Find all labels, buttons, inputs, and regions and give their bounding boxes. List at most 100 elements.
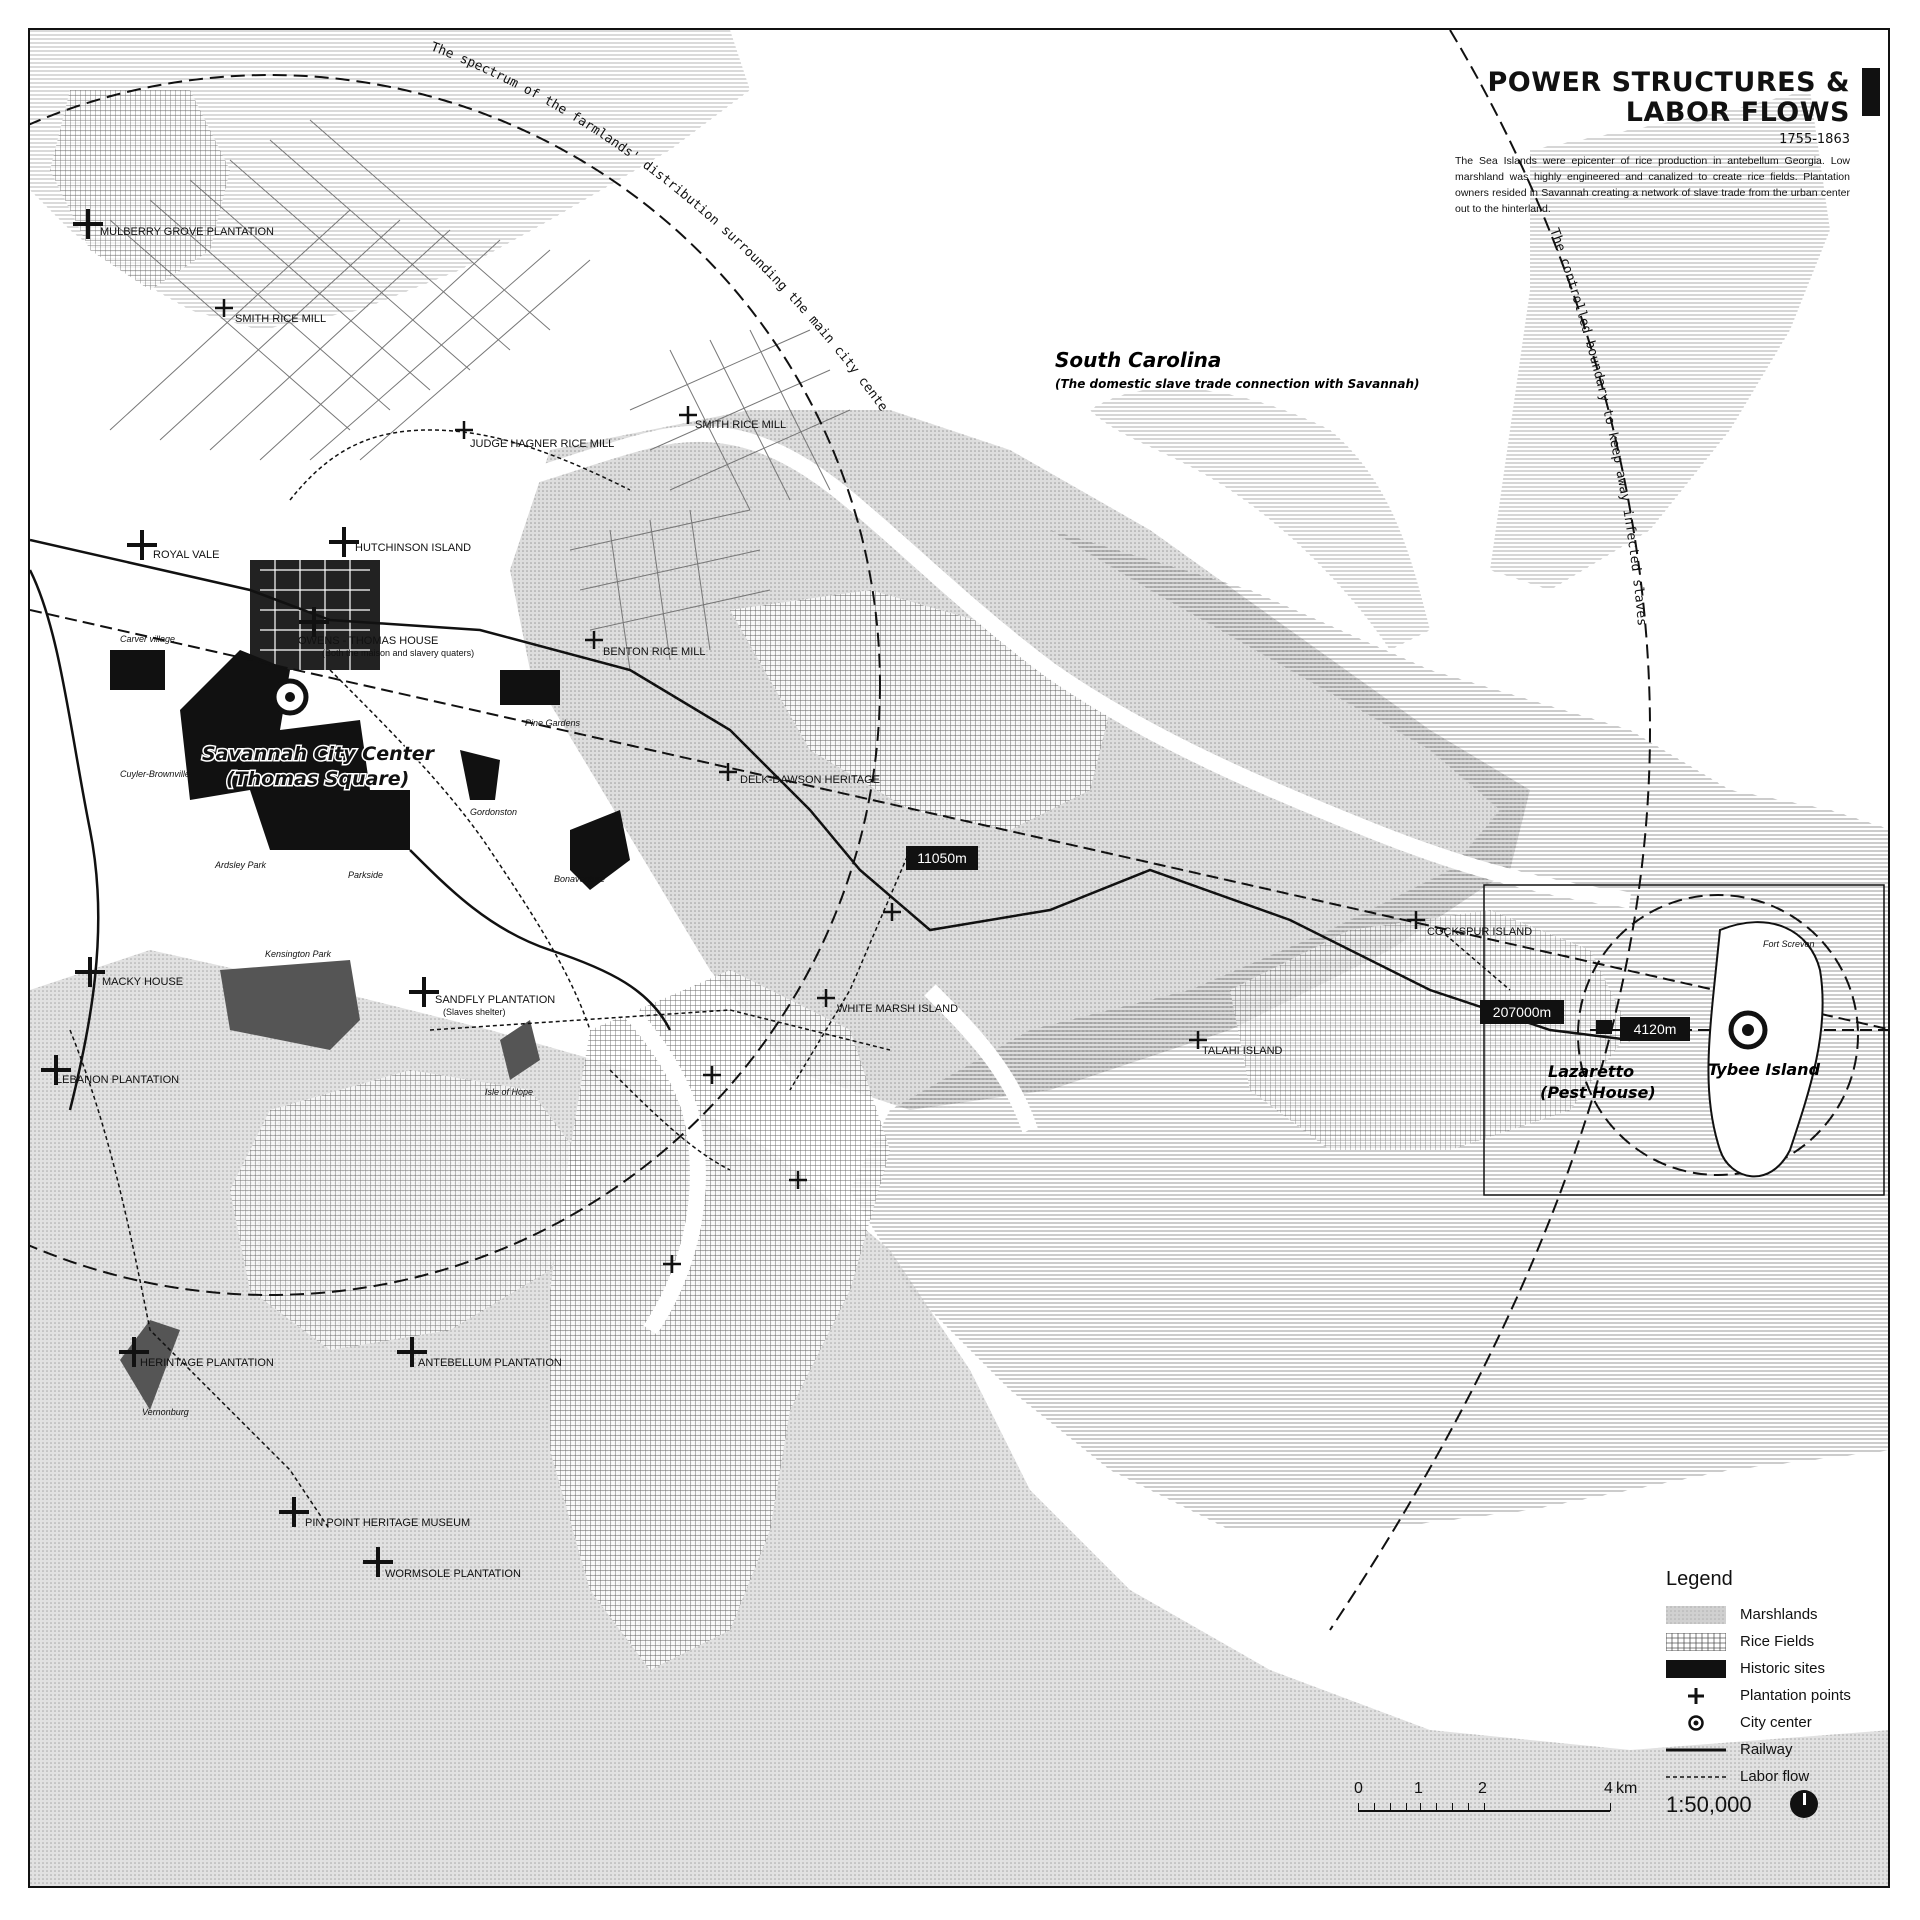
marshland-areas <box>30 30 1888 1886</box>
place-bonaventure: Bonaventure <box>554 874 605 884</box>
place-isle-of-hope: Isle of Hope <box>485 1087 533 1097</box>
plantation-labels: MULBERRY GROVE PLANTATION SMITH RICE MIL… <box>56 226 1532 1580</box>
scale-ratio: 1:50,000 <box>1666 1792 1752 1817</box>
label-smith-rice-mill-1: SMITH RICE MILL <box>235 313 326 325</box>
label-south-carolina: South Carolina <box>1055 348 1221 372</box>
plantation-cross-icon <box>299 607 329 637</box>
legend-item-rice-fields: Rice Fields <box>1666 1628 1876 1655</box>
plantation-cross-icon <box>409 977 439 1007</box>
svg-text:207000m: 207000m <box>1493 1004 1551 1020</box>
labor-flow <box>69 429 1511 1531</box>
dashed-line-icon <box>1666 1768 1726 1786</box>
place-vernonburg: Vernonburg <box>142 1407 189 1417</box>
legend-item-marshlands: Marshlands <box>1666 1601 1876 1628</box>
plantation-cross-icon <box>703 1066 721 1084</box>
plantation-cross-icon <box>883 903 901 921</box>
place-pine-gardens: Pine Gardens <box>525 718 581 728</box>
map-years: 1755-1863 <box>1779 132 1850 147</box>
distance-badge-1: 11050m <box>906 846 978 870</box>
map-description: The Sea Islands were epicenter of rice p… <box>1455 155 1850 215</box>
plantation-cross-icon <box>329 527 359 557</box>
tybee-inset-frame <box>1483 884 1885 1196</box>
place-kensington-park: Kensington Park <box>265 949 332 959</box>
svg-text:4120m: 4120m <box>1634 1021 1677 1037</box>
label-south-carolina-note: (The domestic slave trade connection wit… <box>1055 377 1419 391</box>
scale-tick-4: 4 <box>1604 1780 1613 1797</box>
marsh-pattern-icon <box>1666 1605 1726 1624</box>
label-mulberry-grove: MULBERRY GROVE PLANTATION <box>100 226 274 238</box>
label-cockspur: COCKSPUR ISLAND <box>1427 926 1532 938</box>
black-fill-icon <box>1666 1659 1726 1678</box>
place-cuyler-brownville: Cuyler-Brownville <box>120 769 190 779</box>
label-sandfly: SANDFLY PLANTATION <box>435 994 555 1006</box>
place-fort-screven: Fort Screven <box>1763 939 1815 949</box>
legend-item-historic-sites: Historic sites <box>1666 1655 1876 1682</box>
plantation-cross-icon <box>679 406 697 424</box>
label-pin-point: PIN POINT HERITAGE MUSEUM <box>305 1517 470 1529</box>
plantation-cross-icon <box>719 763 737 781</box>
boundary-arcs <box>30 30 1859 1631</box>
legend-item-labor-flow: Labor flow <box>1666 1763 1876 1790</box>
plantation-cross-icon <box>397 1337 427 1367</box>
plantation-cross-icon <box>789 1171 807 1189</box>
plantation-cross-icon <box>663 1255 681 1273</box>
legend-title: Legend <box>1666 1568 1733 1590</box>
place-parkside: Parkside <box>348 870 383 880</box>
railway <box>30 538 1631 1111</box>
city-center-marker <box>271 678 309 716</box>
label-tybee: Tybee Island <box>1708 1060 1821 1079</box>
place-carver-village: Carver village <box>120 634 175 644</box>
street-grid <box>109 119 851 671</box>
plantation-cross-icon <box>215 299 233 317</box>
rivers <box>30 425 1631 1335</box>
label-wormsole: WORMSOLE PLANTATION <box>385 1568 521 1580</box>
sandfly-note: (Slaves shelter) <box>443 1007 506 1017</box>
plantation-cross-icon <box>41 1055 71 1085</box>
cross-icon <box>1666 1687 1726 1705</box>
place-labels: Carver village Pine Gardens Cuyler-Brown… <box>120 634 1815 1417</box>
plantation-cross-icon <box>75 957 105 987</box>
plantation-cross-icon <box>1407 911 1425 929</box>
tybee-center-marker <box>1728 1010 1768 1050</box>
plantation-cross-icon <box>127 530 157 560</box>
north-arrow-icon <box>1790 1790 1818 1818</box>
target-icon <box>1666 1714 1726 1732</box>
scale-tick-1: 1 <box>1414 1780 1423 1797</box>
distance-badge-3: 4120m <box>1620 1017 1690 1041</box>
plantation-cross-icon <box>585 631 603 649</box>
label-antebellum: ANTEBELLUM PLANTATION <box>418 1357 562 1369</box>
scale-tick-0: 0 <box>1354 1780 1363 1797</box>
map-frame: 11050m 207000m 4120m MULBERRY GROVE PLAN… <box>28 28 1890 1888</box>
owens-note: (Both the maison and slavery quaters) <box>322 648 474 658</box>
plantation-cross-icon <box>279 1497 309 1527</box>
label-city-center-2: (Thomas Square) <box>226 768 409 790</box>
legend: Legend Marshlands Rice Fields Historic s… <box>1666 1568 1876 1790</box>
plantation-cross-icon <box>817 989 835 1007</box>
map-canvas: 11050m 207000m 4120m MULBERRY GROVE PLAN… <box>30 30 1888 1886</box>
title-bar <box>1862 68 1880 116</box>
legend-item-city-center: City center <box>1666 1709 1876 1736</box>
plantation-points <box>41 209 1425 1577</box>
label-talahi: TALAHI ISLAND <box>1202 1045 1283 1057</box>
legend-item-railway: Railway <box>1666 1736 1876 1763</box>
label-lazaretto-1: Lazaretto <box>1548 1062 1634 1081</box>
plantation-cross-icon <box>363 1547 393 1577</box>
distance-badge-2: 207000m <box>1480 1000 1564 1024</box>
label-royal-vale: ROYAL VALE <box>153 549 219 561</box>
label-lebanon: LEBANON PLANTATION <box>56 1074 179 1086</box>
region-labels: South Carolina (The domestic slave trade… <box>201 348 1821 1102</box>
label-macky-house: MACKY HOUSE <box>102 976 183 988</box>
label-city-center-1: Savannah City Center <box>202 743 436 765</box>
place-gordonston: Gordonston <box>470 807 517 817</box>
plantation-cross-icon <box>455 421 473 439</box>
label-hutchinson-island: HUTCHINSON ISLAND <box>355 542 471 554</box>
plantation-cross-icon <box>73 209 103 239</box>
label-delk-dawson: DELK-DAWSON HERITAGE <box>740 774 880 786</box>
map-title: POWER STRUCTURES & LABOR FLOWS <box>1487 67 1850 128</box>
label-owens-thomas: OWENS - THOMAS HOUSE <box>298 635 438 647</box>
plantation-cross-icon <box>119 1337 149 1367</box>
label-benton-rice-mill: BENTON RICE MILL <box>603 646 706 658</box>
legend-item-plantation-points: Plantation points <box>1666 1682 1876 1709</box>
label-smith-rice-mill-2: SMITH RICE MILL <box>695 419 786 431</box>
scale-tick-2: 2 <box>1478 1780 1487 1797</box>
